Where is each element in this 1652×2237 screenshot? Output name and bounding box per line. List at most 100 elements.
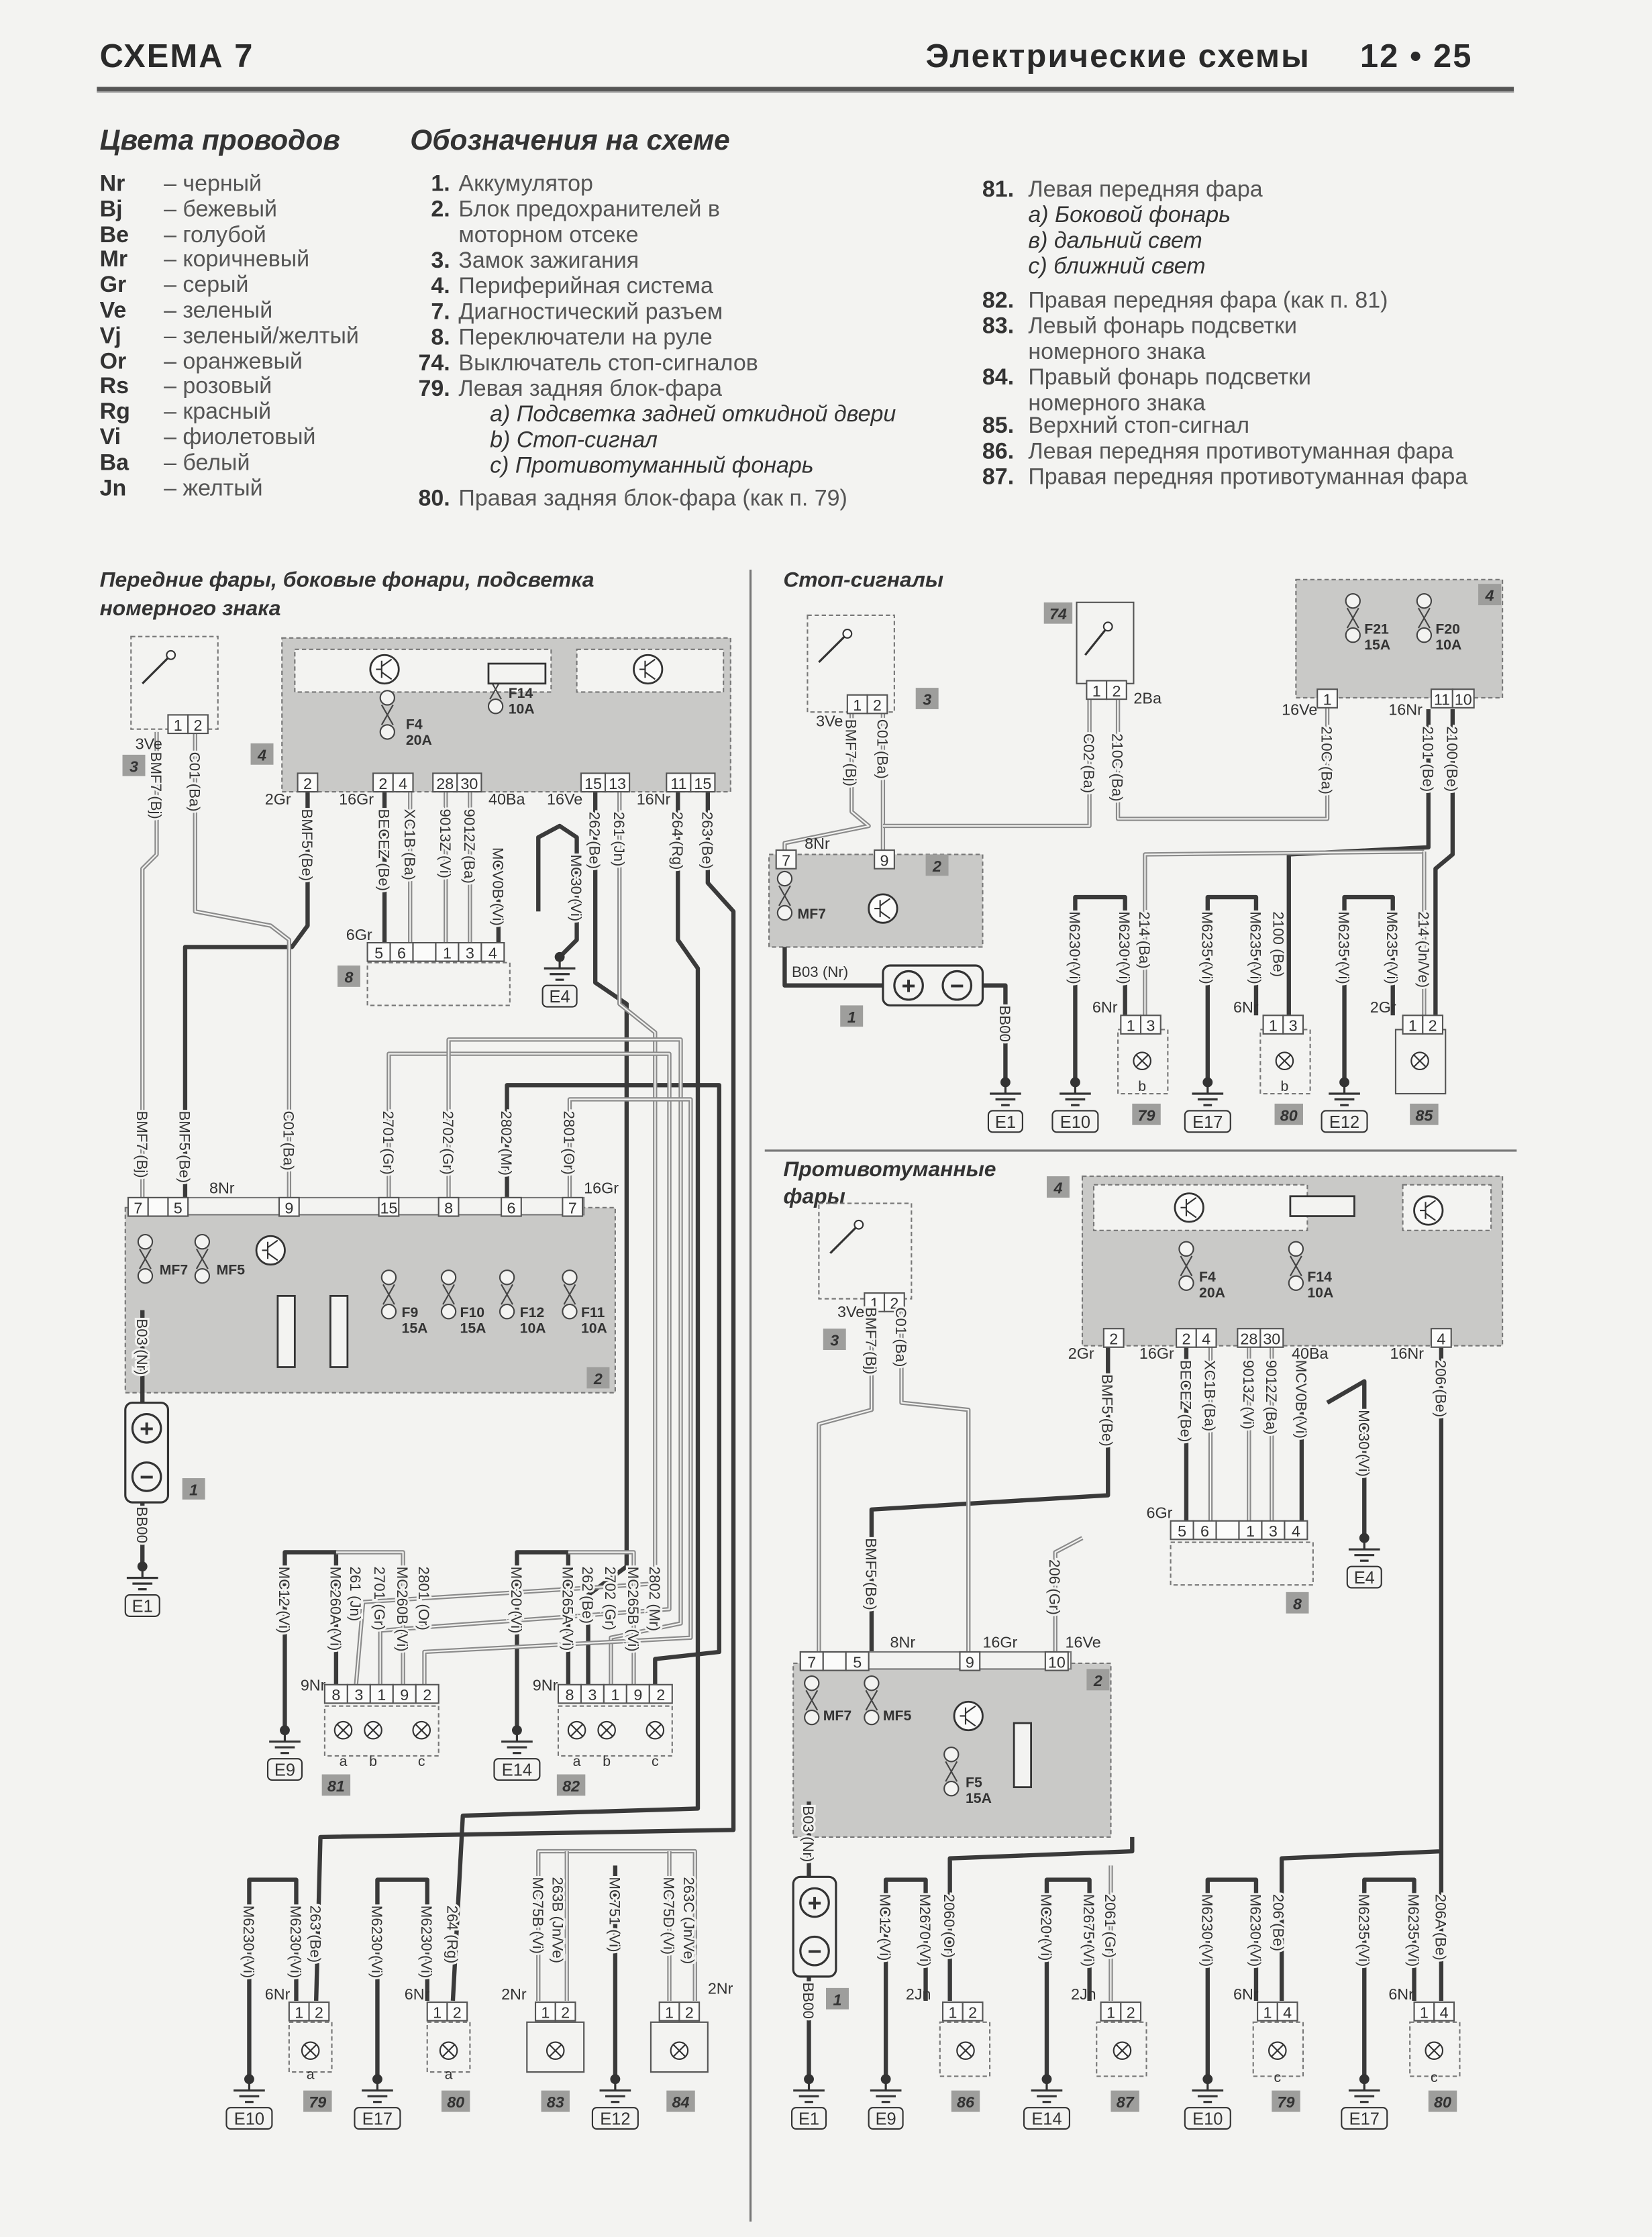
switch-lever xyxy=(818,633,848,664)
fuse-icon xyxy=(562,1304,578,1320)
battery-minus-symbol: − xyxy=(950,972,964,999)
badge-background xyxy=(250,743,274,765)
connector-pin-number: 4 xyxy=(1437,1331,1445,1348)
connector-pin xyxy=(845,1651,870,1671)
badge-background xyxy=(825,1987,849,2010)
ground-point: E10 xyxy=(1184,2074,1231,2130)
designation-text: Правая задняя блок-фара (как п. 79) xyxy=(458,486,847,511)
connector-pin xyxy=(866,694,888,715)
connector-pin xyxy=(1262,1015,1284,1035)
wire-label: 261 (Jn) xyxy=(347,1567,364,1622)
fuse-box-box xyxy=(124,1206,616,1394)
ground-point: E1 xyxy=(124,1561,160,1617)
designation-text: Верхний стоп-сигнал xyxy=(1028,414,1250,439)
component-badge: 74 xyxy=(1043,602,1073,624)
badge-number: 4 xyxy=(1485,587,1494,605)
transistor-icon xyxy=(1413,1195,1444,1226)
lamp-icon xyxy=(439,2041,458,2061)
connector-pin xyxy=(1086,680,1108,700)
pin-count-label: 16Gr xyxy=(1139,1345,1174,1362)
ground-label: E17 xyxy=(362,2110,393,2129)
transistor-icon-lines xyxy=(376,658,393,680)
fuse-icon xyxy=(501,1284,513,1305)
wire-label: 261 (Jn) xyxy=(611,812,627,867)
wire-core xyxy=(784,712,870,851)
wire-label: MC20 (Vi) xyxy=(1037,1894,1054,1961)
fuse-label: 10A xyxy=(520,1321,546,1337)
wire-label: C01 (Ba) xyxy=(186,752,203,812)
ground-point: E14 xyxy=(493,1725,541,1781)
designation-text: Периферийная система xyxy=(458,274,713,299)
badge-number: 3 xyxy=(130,758,138,775)
wire-label: M6230 (Vi) xyxy=(240,1906,257,1979)
wire xyxy=(1044,1877,1092,2079)
badge-number: 2 xyxy=(932,857,941,875)
ground-icon xyxy=(1348,2079,1380,2103)
lamp-icon xyxy=(956,2041,975,2061)
designation-text: Правая передняя противотуманная фара xyxy=(1028,466,1468,490)
battery-body xyxy=(882,964,984,1007)
connector-pin-number: 15 xyxy=(380,1199,397,1216)
transistor-icon-circle xyxy=(1174,1192,1204,1223)
badge-number: 1 xyxy=(847,1008,856,1026)
connector-pin-number: 2 xyxy=(423,1686,431,1704)
designation-text: Левая задняя блок-фара xyxy=(458,377,722,402)
fuse-icon xyxy=(804,1675,820,1692)
wire-color-code: Ve xyxy=(99,299,127,323)
transistor-icon xyxy=(633,654,664,685)
connector-pin-number: 10 xyxy=(1048,1653,1066,1671)
component-badge: 2 xyxy=(925,854,949,876)
wire-color-code: Or xyxy=(99,350,127,374)
wire-label: C01 (Ba) xyxy=(280,1110,297,1170)
lamp-icon-cross xyxy=(600,1724,613,1736)
badge-number: 79 xyxy=(309,2093,326,2111)
wire-label: 2100 (Be) xyxy=(1270,911,1286,977)
lamp-icon xyxy=(646,1720,665,1740)
switch-contact-icon xyxy=(142,649,176,684)
pin-count-label: 40Ba xyxy=(488,790,525,808)
badge-background xyxy=(303,2090,332,2112)
badge-number: 85 xyxy=(1415,1106,1433,1124)
lamp-sublabel: c xyxy=(418,1754,425,1769)
battery-plus-symbol: + xyxy=(807,1889,821,1916)
wire-color-code: Nr xyxy=(99,172,125,197)
component-badge: 3 xyxy=(122,754,146,776)
fuse-label: 10A xyxy=(1435,637,1461,653)
wire-label: MC12 (Vi) xyxy=(276,1567,293,1634)
lamp-icon-cross xyxy=(673,2044,686,2057)
component-badge: 80 xyxy=(1428,2090,1457,2112)
component-badge: 1 xyxy=(825,1987,849,2010)
transistor-icon-circle xyxy=(633,654,664,685)
pin-count-label: 16Gr xyxy=(339,790,374,808)
connector-pin xyxy=(392,772,414,793)
connector-pin-number: 6 xyxy=(397,944,406,961)
connector-pin-number: 1 xyxy=(870,1294,879,1312)
ground-label-box xyxy=(266,1758,303,1781)
badge-number: 4 xyxy=(257,746,266,764)
connector: 4 xyxy=(1430,1328,1452,1348)
ground-label: E1 xyxy=(798,2110,819,2129)
wire-label: 210C (Ba) xyxy=(1319,726,1335,794)
fuse-icon xyxy=(137,1234,154,1250)
fuse xyxy=(864,1675,880,1726)
lamp-icon xyxy=(1410,1051,1429,1070)
ground-label: E14 xyxy=(502,1761,532,1780)
transistor-icon-circle xyxy=(255,1235,286,1266)
wire xyxy=(947,1836,1135,2001)
fog-lamp-box xyxy=(939,2021,991,2077)
lamp-icon xyxy=(1268,2041,1287,2061)
ground-point: E9 xyxy=(266,1725,303,1781)
wire-label: MCV0B (Vi) xyxy=(1292,1360,1309,1439)
fuse-icon xyxy=(864,1675,880,1692)
fuse xyxy=(1416,592,1433,643)
fuse-label: 10A xyxy=(1307,1286,1333,1301)
wire-label: B03 (Nr) xyxy=(800,1806,817,1862)
component-badge: 2 xyxy=(586,1367,610,1389)
wire-label: M6235 (Vi) xyxy=(1384,911,1400,984)
lamp-icon xyxy=(412,1720,431,1740)
switch-pivot xyxy=(854,1219,864,1230)
connector-pin-number: 2 xyxy=(1127,2004,1135,2021)
connector-pin-number: 2 xyxy=(685,2004,694,2021)
fuse xyxy=(1288,1241,1304,1291)
designation-text: Переключатели на руле xyxy=(458,326,713,351)
